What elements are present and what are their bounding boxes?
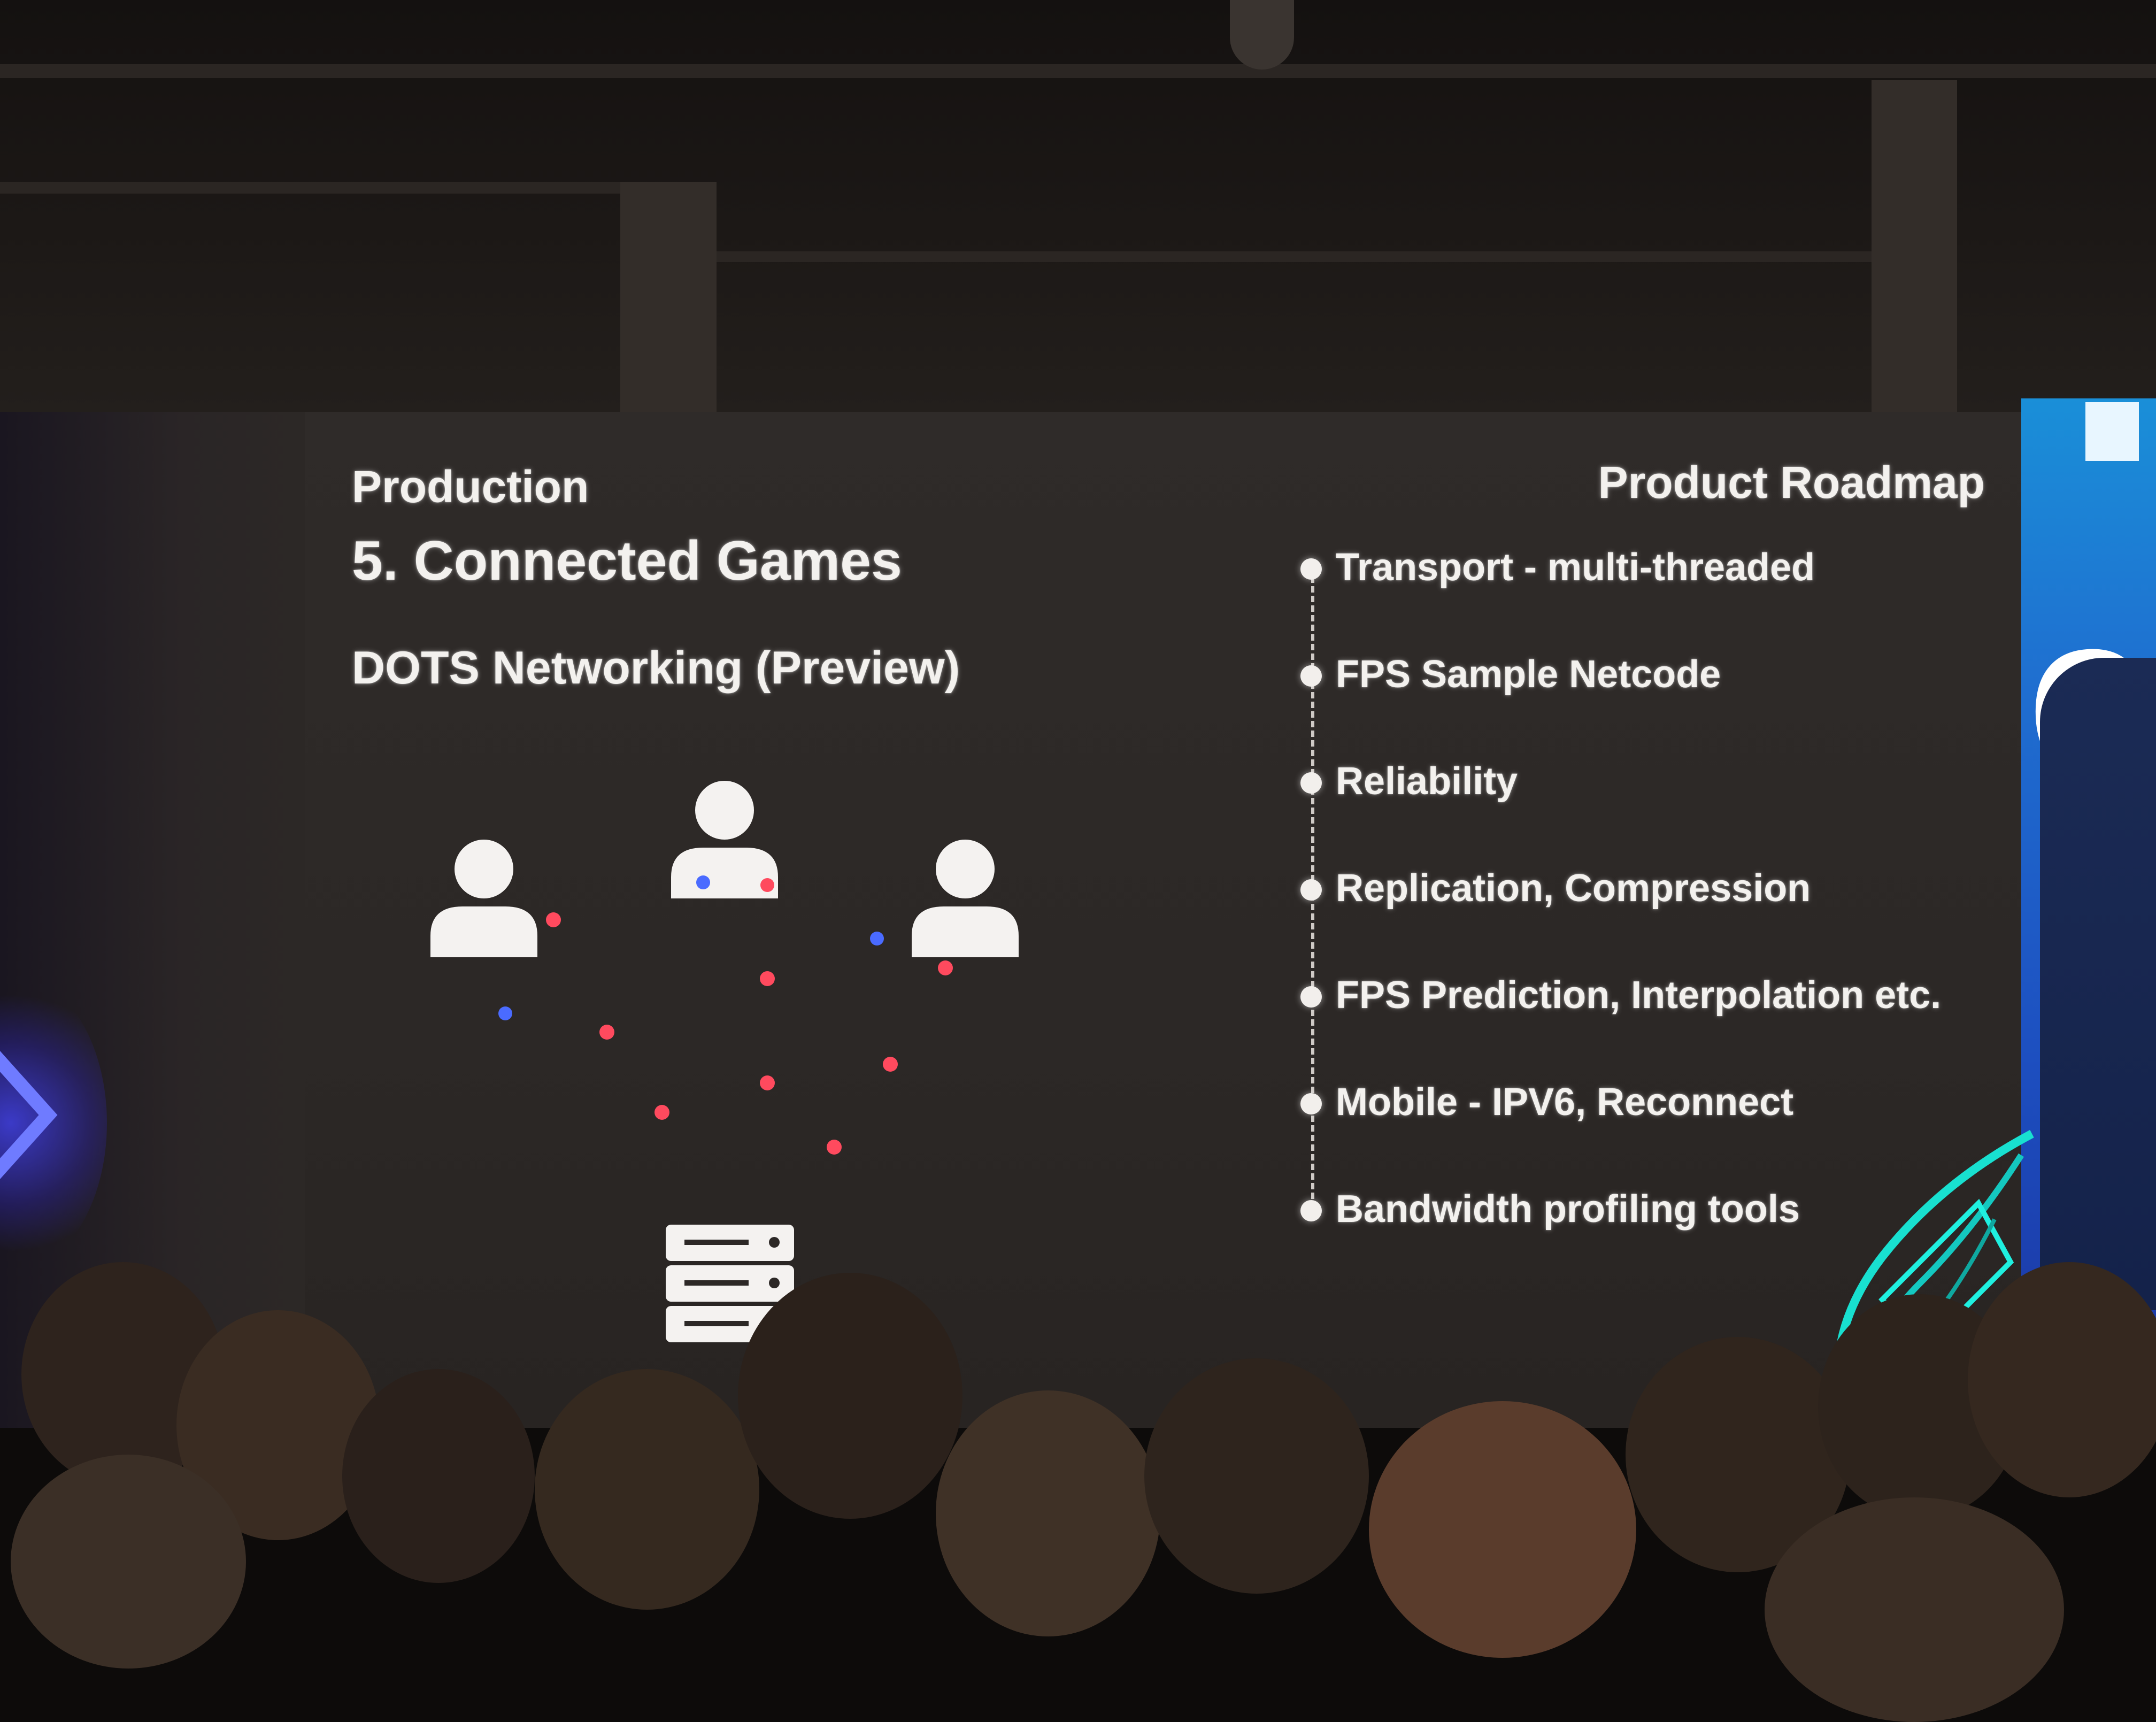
section-label: Production — [352, 462, 589, 512]
roadmap-item-label: Bandwidth profiling tools — [1336, 1188, 1800, 1231]
roadmap-item: Mobile - IPV6, Reconnect — [1294, 1080, 1989, 1134]
packet-dots — [498, 875, 953, 1155]
ceiling-light — [1230, 0, 1294, 70]
roadmap-item-label: Transport - multi-threaded — [1336, 546, 1815, 589]
roadmap-list: Transport - multi-threaded FPS Sample Ne… — [1294, 545, 1989, 1273]
audience-head — [1968, 1262, 2156, 1497]
user-icon — [912, 840, 1019, 957]
audience-head — [342, 1369, 535, 1583]
roadmap-item: Reliability — [1294, 759, 1989, 813]
network-diagram — [430, 781, 1019, 1342]
ceiling-beam — [0, 182, 717, 194]
side-screen-graphic — [2085, 402, 2139, 461]
user-icon — [430, 840, 537, 957]
presenter — [2040, 658, 2156, 1310]
bullet-icon — [1300, 558, 1322, 580]
roadmap-heading: Product Roadmap — [1598, 457, 1985, 508]
roadmap-item-label: Replication, Compression — [1336, 867, 1811, 910]
neon-chevron-icon — [0, 1051, 58, 1179]
projection-screen: Production 5. Connected Games DOTS Netwo… — [305, 412, 2037, 1428]
slide-subtitle: DOTS Networking (Preview) — [352, 642, 960, 694]
audience-head — [1144, 1358, 1369, 1594]
ceiling-pillar — [1872, 80, 1957, 412]
audience-head — [1765, 1497, 2064, 1722]
audience-head — [1369, 1401, 1636, 1658]
bullet-icon — [1300, 1093, 1322, 1114]
roadmap-item-label: Reliability — [1336, 760, 1518, 803]
bullet-icon — [1300, 665, 1322, 687]
bullet-icon — [1300, 1200, 1322, 1221]
roadmap-item: FPS Sample Netcode — [1294, 652, 1989, 706]
venue-ceiling — [0, 0, 2156, 412]
audience-head — [936, 1390, 1160, 1636]
roadmap-item: Replication, Compression — [1294, 866, 1989, 920]
bullet-icon — [1300, 879, 1322, 901]
roadmap-item: FPS Prediction, Interpolation etc. — [1294, 973, 1989, 1027]
server-icon — [666, 1225, 794, 1342]
roadmap-item-label: FPS Prediction, Interpolation etc. — [1336, 974, 1942, 1017]
roadmap-item: Bandwidth profiling tools — [1294, 1187, 1989, 1241]
ceiling-pillar — [620, 182, 717, 412]
audience-head — [738, 1273, 962, 1519]
slide-title: 5. Connected Games — [352, 530, 902, 592]
roadmap-item: Transport - multi-threaded — [1294, 545, 1989, 599]
ceiling-beam — [717, 251, 1946, 262]
audience-head — [535, 1369, 759, 1610]
audience-head — [11, 1455, 246, 1669]
roadmap-item-label: Mobile - IPV6, Reconnect — [1336, 1081, 1794, 1124]
ceiling-beam — [0, 64, 2156, 78]
bullet-icon — [1300, 986, 1322, 1008]
roadmap-item-label: FPS Sample Netcode — [1336, 653, 1721, 696]
bullet-icon — [1300, 772, 1322, 794]
audience — [0, 1230, 2156, 1722]
